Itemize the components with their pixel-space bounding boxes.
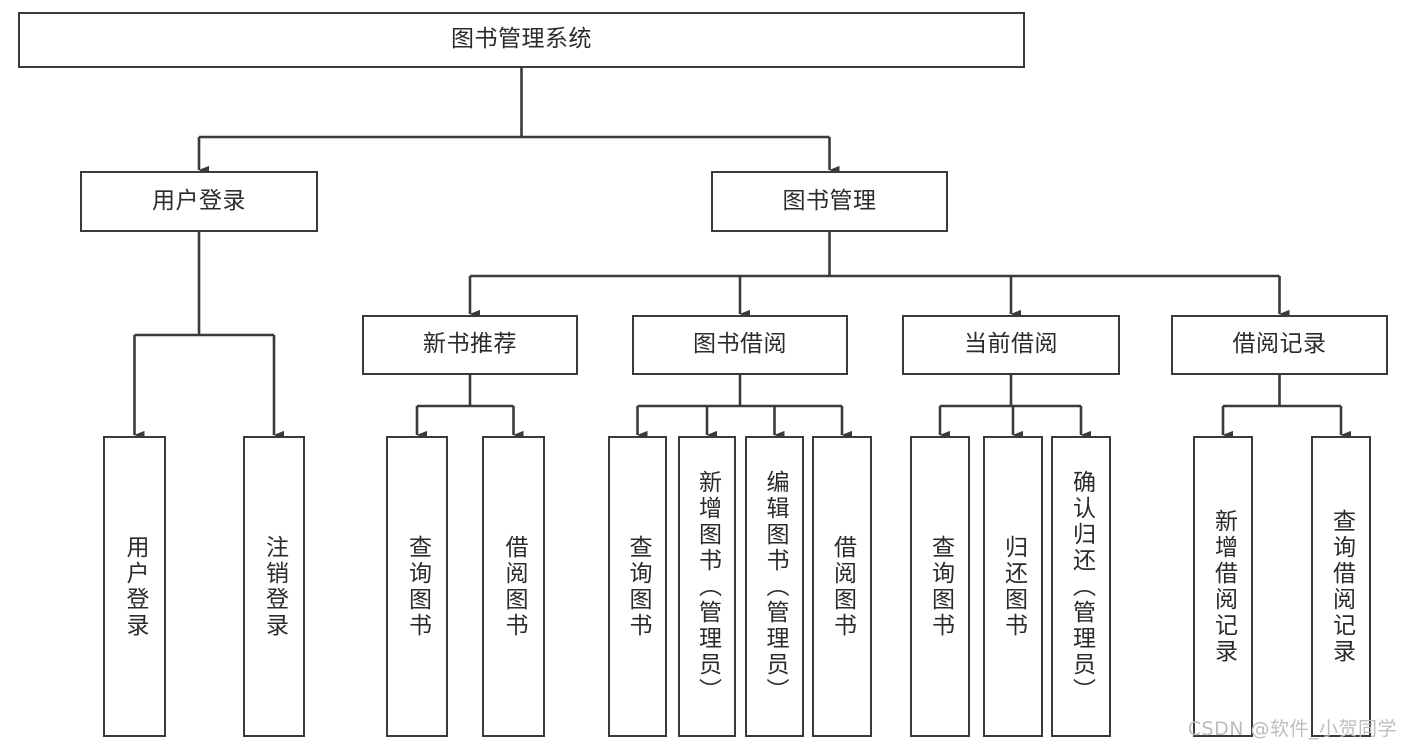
node-user-login[interactable]: 用户登录 [80, 171, 318, 232]
node-label: 当前借阅 [964, 331, 1058, 358]
node-label: 归还图书 [1000, 534, 1027, 639]
node-leaf-cb-return[interactable]: 归还图书 [983, 436, 1043, 737]
node-leaf-cb-query[interactable]: 查询图书 [910, 436, 970, 737]
node-leaf-rec-query[interactable]: 查询图书 [386, 436, 448, 737]
node-label: 图书管理 [782, 187, 877, 214]
node-label: 用户登录 [152, 187, 246, 214]
node-leaf-br-add[interactable]: 新增借阅记录 [1193, 436, 1253, 737]
node-label: 新书推荐 [423, 331, 517, 358]
node-leaf-rec-borrow[interactable]: 借阅图书 [482, 436, 545, 737]
node-leaf-bb-query[interactable]: 查询图书 [608, 436, 667, 737]
node-label: 注销登录 [261, 534, 288, 639]
node-label: 查询图书 [625, 534, 651, 639]
node-leaf-bb-add[interactable]: 新增图书（管理员） [678, 436, 736, 737]
node-label: 查询图书 [927, 534, 954, 639]
node-new-book-rec[interactable]: 新书推荐 [362, 315, 578, 375]
node-label: 确认归还（管理员） [1068, 469, 1095, 704]
node-leaf-user-logout[interactable]: 注销登录 [243, 436, 305, 737]
node-label: 新增图书（管理员） [694, 469, 721, 704]
node-label: 借阅记录 [1232, 331, 1327, 358]
node-label: 图书借阅 [693, 331, 787, 358]
node-label: 图书管理系统 [451, 26, 592, 53]
node-label: 借阅图书 [829, 534, 856, 639]
node-label: 用户登录 [122, 534, 148, 639]
connector-lines [133, 68, 1352, 440]
node-label: 借阅图书 [501, 534, 527, 639]
node-leaf-user-login[interactable]: 用户登录 [103, 436, 166, 737]
node-leaf-bb-borrow[interactable]: 借阅图书 [812, 436, 872, 737]
node-book-manage[interactable]: 图书管理 [711, 171, 948, 232]
node-book-borrow[interactable]: 图书借阅 [632, 315, 848, 375]
node-current-borrow[interactable]: 当前借阅 [902, 315, 1120, 375]
node-leaf-br-query[interactable]: 查询借阅记录 [1311, 436, 1371, 737]
node-borrow-record[interactable]: 借阅记录 [1171, 315, 1388, 375]
node-leaf-cb-confirm[interactable]: 确认归还（管理员） [1051, 436, 1111, 737]
node-label: 查询图书 [404, 534, 431, 639]
node-leaf-bb-edit[interactable]: 编辑图书（管理员） [745, 436, 804, 737]
node-label: 编辑图书（管理员） [762, 469, 788, 704]
node-label: 新增借阅记录 [1210, 508, 1237, 665]
node-label: 查询借阅记录 [1328, 508, 1355, 665]
node-root[interactable]: 图书管理系统 [18, 12, 1025, 68]
